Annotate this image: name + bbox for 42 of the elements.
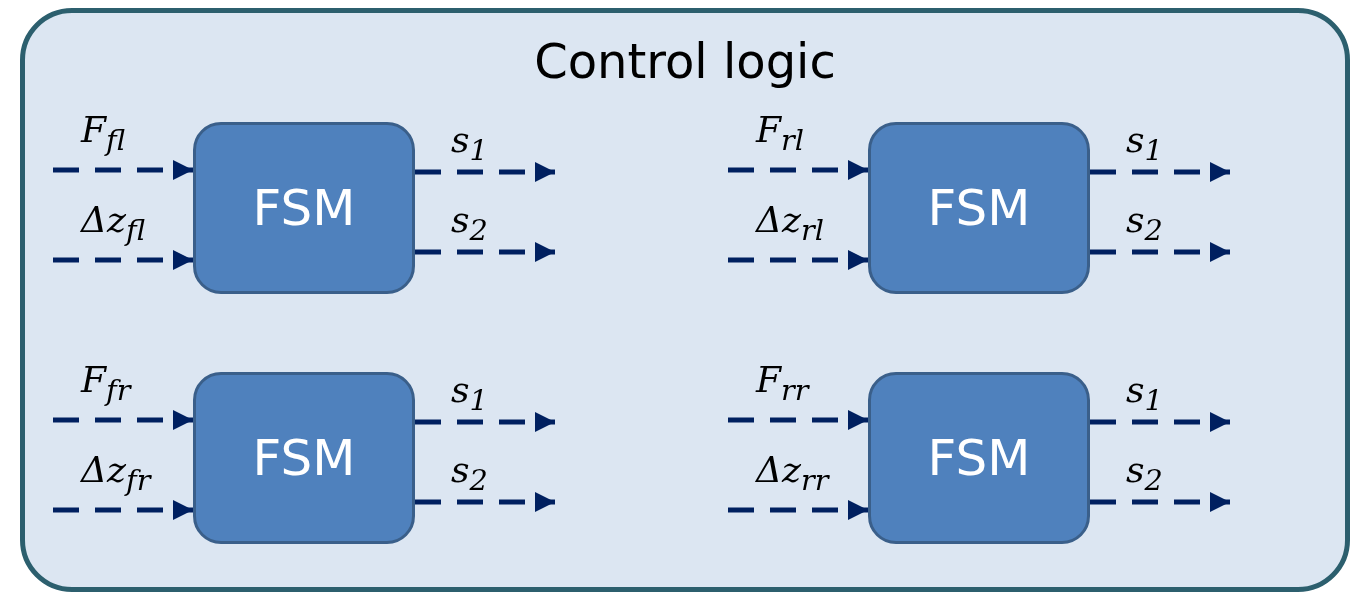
control-logic-panel <box>20 8 1350 592</box>
dashed-arrow <box>728 500 868 520</box>
block-label: FSM <box>927 429 1031 487</box>
signal-label: Δz$_{fl}$ <box>81 202 146 245</box>
dashed-arrow <box>415 412 555 432</box>
signal-label: F$_{rl}$ <box>756 112 804 155</box>
dashed-arrow <box>1090 162 1230 182</box>
block-label: FSM <box>252 429 356 487</box>
dashed-arrow <box>415 242 555 262</box>
dashed-arrow <box>728 410 868 430</box>
dashed-arrow <box>53 160 193 180</box>
fsm-block <box>868 122 1090 294</box>
dashed-arrow <box>728 250 868 270</box>
fsm-block <box>193 122 415 294</box>
signal-label: F$_{rr}$ <box>756 362 809 405</box>
signal-label: s$_{2}$ <box>451 452 488 495</box>
fsm-block <box>868 372 1090 544</box>
block-label: FSM <box>927 179 1031 237</box>
dashed-arrow <box>728 160 868 180</box>
signal-label: s$_{2}$ <box>1126 452 1163 495</box>
signal-label: F$_{fl}$ <box>81 112 126 155</box>
signal-label: s$_{2}$ <box>451 202 488 245</box>
dashed-arrow <box>53 500 193 520</box>
signal-label: Δz$_{rr}$ <box>756 452 829 495</box>
signal-label: Δz$_{fr}$ <box>81 452 151 495</box>
dashed-arrow <box>415 492 555 512</box>
dashed-arrow <box>53 250 193 270</box>
dashed-arrow <box>1090 242 1230 262</box>
signal-label: s$_{1}$ <box>451 122 488 165</box>
signal-label: Δz$_{rl}$ <box>756 202 824 245</box>
signal-label: s$_{1}$ <box>1126 122 1163 165</box>
signal-label: s$_{1}$ <box>451 372 488 415</box>
fsm-block <box>193 372 415 544</box>
dashed-arrow <box>1090 492 1230 512</box>
dashed-arrow <box>53 410 193 430</box>
signal-label: s$_{2}$ <box>1126 202 1163 245</box>
panel-title: Control logic <box>534 33 836 89</box>
dashed-arrow <box>415 162 555 182</box>
signal-label: F$_{fr}$ <box>81 362 131 405</box>
block-label: FSM <box>252 179 356 237</box>
dashed-arrow <box>1090 412 1230 432</box>
signal-label: s$_{1}$ <box>1126 372 1163 415</box>
